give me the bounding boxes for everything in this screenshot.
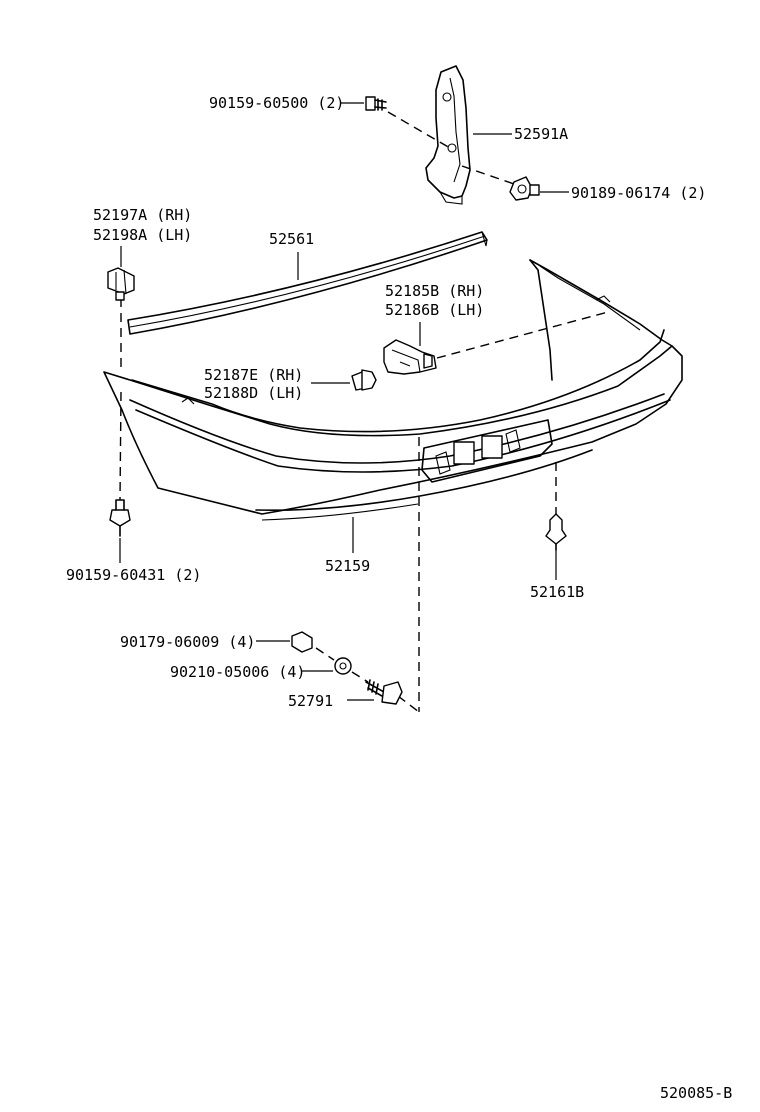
part-label-52186b-lh[interactable]: 52186B (LH) — [385, 301, 484, 319]
nut-90189-06174[interactable] — [509, 176, 540, 201]
part-label-52159[interactable]: 52159 — [325, 557, 370, 575]
part-label-52591a[interactable]: 52591A — [514, 125, 568, 143]
part-label-52791[interactable]: 52791 — [288, 692, 333, 710]
bumper-cover-52159[interactable] — [103, 259, 683, 521]
part-label-90159-60500[interactable]: 90159-60500 (2) — [209, 94, 344, 112]
clip-52161b[interactable] — [545, 513, 567, 551]
part-label-52561[interactable]: 52561 — [269, 230, 314, 248]
part-label-90189-06174[interactable]: 90189-06174 (2) — [571, 184, 706, 202]
assembly-dashed-lines — [119, 111, 609, 713]
screw-90159-60500[interactable] — [365, 96, 387, 111]
part-label-90179-06009[interactable]: 90179-06009 (4) — [120, 633, 255, 651]
part-labels: 90159-60500 (2) 52591A 90189-06174 (2) 5… — [66, 94, 732, 1102]
part-label-52188d-lh[interactable]: 52188D (LH) — [204, 384, 303, 402]
retainer-52561[interactable] — [127, 231, 488, 335]
washer-90210-05006[interactable] — [334, 657, 352, 675]
part-label-52185b-rh[interactable]: 52185B (RH) — [385, 282, 484, 300]
diagram-id-label: 520085-B — [660, 1084, 732, 1102]
fastener-52187e[interactable] — [351, 369, 377, 391]
leader-lines — [119, 102, 569, 701]
part-label-52197a-rh[interactable]: 52197A (RH) — [93, 206, 192, 224]
screw-90159-60431[interactable] — [109, 499, 131, 537]
part-label-90159-60431[interactable]: 90159-60431 (2) — [66, 566, 201, 584]
bracket-52591a[interactable] — [425, 65, 471, 205]
nut-90179-06009[interactable] — [291, 631, 313, 653]
part-label-52198a-lh[interactable]: 52198A (LH) — [93, 226, 192, 244]
part-label-52187e-rh[interactable]: 52187E (RH) — [204, 366, 303, 384]
bolt-52791[interactable] — [365, 679, 403, 705]
clip-52197a[interactable] — [107, 267, 135, 301]
part-label-90210-05006[interactable]: 90210-05006 (4) — [170, 663, 305, 681]
part-label-52161b[interactable]: 52161B — [530, 583, 584, 601]
retainer-52185b[interactable] — [383, 339, 437, 375]
